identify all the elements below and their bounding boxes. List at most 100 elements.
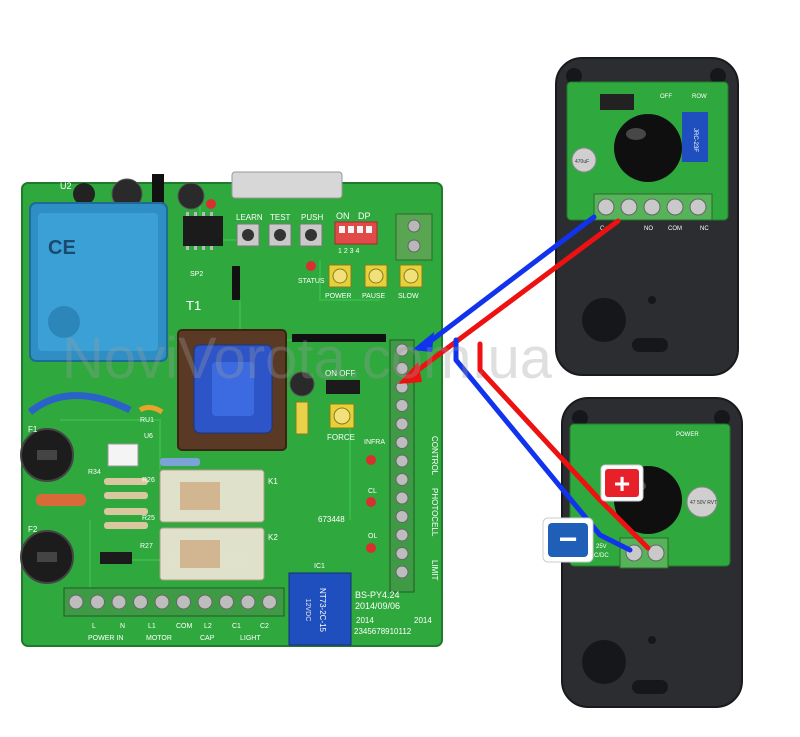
terminal-screw (643, 198, 661, 216)
f1-label: F1 (28, 425, 38, 434)
sensor-top-label: COM (668, 226, 682, 232)
force-label: FORCE (327, 433, 355, 442)
terminal-group-label: LIGHT (240, 635, 261, 642)
on-off-jumper[interactable] (326, 380, 360, 394)
watermark: NoviVorota.com.ua (62, 326, 553, 391)
top-connector (231, 171, 343, 199)
dip-on-label: ON (336, 211, 350, 221)
board-model: BS-PY4.24 (355, 590, 400, 600)
ru1-label: RU1 (140, 417, 154, 424)
sensor-top-relay (682, 112, 708, 162)
pause-pot[interactable] (368, 268, 384, 284)
capacitor (289, 371, 315, 397)
capacitor (73, 183, 95, 205)
sensor-bottom-25v: 25V (596, 544, 607, 550)
terminal-screw (395, 510, 409, 523)
terminal-screw (620, 198, 638, 216)
plus-badge: + (600, 464, 644, 502)
r26-label: R26 (142, 477, 155, 484)
red-led (206, 199, 216, 209)
terminal-screw (395, 473, 409, 486)
force-pot[interactable] (333, 407, 351, 425)
terminal-screw (176, 594, 191, 610)
control-board: CE LEARN TEST PUSH ON DP 1 2 3 4 (20, 171, 443, 647)
wire-blue-bottom (453, 337, 633, 553)
black-post (152, 174, 164, 206)
sensor-top-label: NC (700, 226, 709, 232)
terminal-screw (395, 343, 409, 357)
plus-sign: + (614, 468, 630, 499)
cl-label: CL (368, 488, 377, 495)
push-buttons (236, 223, 323, 247)
power-pot[interactable] (332, 268, 348, 284)
slow-pot[interactable] (403, 268, 419, 284)
u6-label: U6 (144, 433, 153, 440)
k2-label: K2 (268, 533, 278, 542)
status-label: STATUS (298, 278, 325, 285)
sensor-top-screws (597, 198, 707, 216)
relay-nt73 (288, 572, 352, 646)
dip-numbers: 1 2 3 4 (338, 248, 360, 255)
sp2-label: SP2 (190, 271, 203, 278)
wires (415, 214, 651, 553)
pause-label: PAUSE (362, 293, 386, 300)
ce-mark: CE (48, 237, 76, 259)
control-label: CONTROL (430, 436, 439, 476)
sensor-top-label: ROW (692, 94, 707, 100)
terminal-pin-label: COM (176, 623, 193, 630)
terminal-screw (395, 565, 409, 579)
ic1-label: IC1 (314, 563, 325, 570)
terminal-pin-label: C1 (232, 623, 241, 630)
wire-red-top (415, 218, 621, 373)
terminal-screw (133, 594, 148, 610)
r25-label: R25 (142, 515, 155, 522)
sensor-top-label: NO (644, 226, 653, 232)
terminal-screw (154, 594, 170, 610)
serial-label: 673448 (318, 515, 345, 524)
terminal-screw (395, 528, 409, 542)
terminal-screw (395, 454, 409, 468)
terminal-screw (395, 399, 409, 412)
transformer-label: T1 (186, 298, 201, 313)
blue-loop-wire (27, 392, 132, 415)
ic-chip (183, 216, 223, 246)
sensor-top-lens (614, 114, 682, 182)
terminal-screw (219, 594, 234, 610)
year-label-2: 2014 (414, 616, 432, 625)
limit-label: LIMIT (430, 560, 439, 581)
terminal-pin-label: L2 (204, 623, 212, 630)
terminal-screw (395, 436, 409, 449)
sensor-bottom-cdc: C/DC (594, 553, 609, 559)
terminal-screw (197, 594, 213, 610)
t1-label: U2 (60, 181, 72, 191)
terminal-screw (597, 198, 615, 216)
sensor-top-label: OFF (660, 94, 672, 100)
sensor-bottom-power-label: POWER (676, 432, 699, 438)
terminal-screw (395, 491, 409, 505)
terminal-screw (240, 594, 256, 610)
indicator-leds (366, 455, 376, 553)
pin-header (292, 334, 386, 342)
status-led (306, 261, 316, 271)
terminal-screw (90, 594, 105, 610)
wire-blue-top (429, 214, 597, 343)
wire-red-bottom (477, 341, 651, 551)
minus-badge: − (542, 517, 594, 563)
terminal-screw (395, 362, 409, 375)
r27-label: R27 (140, 543, 153, 550)
arrow-red (398, 362, 422, 384)
digit-strip: 2345678910112 (354, 627, 412, 636)
infrared-label: INFRA (364, 439, 385, 446)
white-component (107, 443, 139, 467)
power-label: POWER (325, 293, 351, 300)
right-terminal-screws (395, 343, 409, 579)
test-label: TEST (270, 213, 291, 222)
r34-label: R34 (88, 469, 101, 476)
k1-label: K1 (268, 477, 278, 486)
ol-label: OL (368, 533, 377, 540)
terminal-screw (689, 198, 707, 216)
